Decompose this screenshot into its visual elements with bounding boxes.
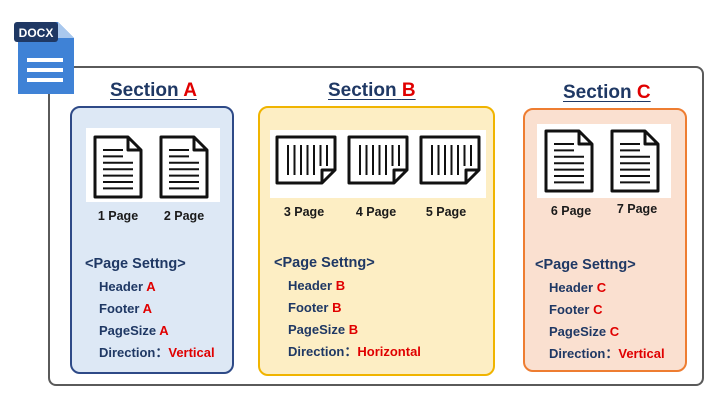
section-title-a: Section A: [110, 80, 197, 101]
page-4-label: 4 Page: [355, 205, 397, 219]
document-frame: [48, 66, 704, 386]
setting-direction: Direction：Vertical: [549, 345, 665, 361]
page-settings-heading: <Page Settng>: [85, 256, 186, 272]
page-7-label: 7 Page: [616, 202, 658, 216]
setting-header: Header C: [549, 279, 607, 295]
page-5-icon: [419, 135, 481, 185]
page-7-icon: [610, 129, 660, 193]
section-box-b: 3 Page 4 Page 5 Page <Page Settng> Heade…: [258, 106, 495, 376]
section-box-c: 6 Page 7 Page <Page Settng> Header C Foo…: [523, 108, 687, 372]
page-3-icon: [275, 135, 337, 185]
setting-header: Header A: [99, 278, 156, 294]
page-settings-b: <Page Settng> Header B Footer B PageSize…: [274, 256, 421, 367]
page-settings-heading: <Page Settng>: [535, 257, 636, 273]
page-1-icon: [93, 135, 143, 199]
section-title-c: Section C: [563, 82, 651, 103]
setting-pagesize: PageSize A: [99, 322, 169, 338]
page-5-label: 5 Page: [425, 205, 467, 219]
page-2-icon: [159, 135, 209, 199]
setting-direction: Direction：Horizontal: [288, 343, 421, 359]
docx-badge: [14, 22, 58, 42]
setting-footer: Footer C: [549, 301, 603, 317]
page-settings-c: <Page Settng> Header C Footer C PageSize…: [535, 258, 665, 369]
setting-footer: Footer B: [288, 299, 342, 315]
page-settings-heading: <Page Settng>: [274, 255, 375, 271]
docx-file-icon: DOCX: [14, 22, 74, 94]
docx-badge-label: DOCX: [19, 26, 54, 40]
page-4-icon: [347, 135, 409, 185]
setting-direction: Direction：Vertical: [99, 344, 215, 360]
setting-header: Header B: [288, 277, 346, 293]
section-title-b: Section B: [328, 80, 416, 101]
setting-pagesize: PageSize C: [549, 323, 620, 339]
page-1-label: 1 Page: [97, 209, 139, 223]
section-box-a: 1 Page 2 Page <Page Settng> Header A Foo…: [70, 106, 234, 374]
page-2-label: 2 Page: [163, 209, 205, 223]
page-3-label: 3 Page: [283, 205, 325, 219]
page-6-icon: [544, 129, 594, 193]
page-6-label: 6 Page: [550, 204, 592, 218]
setting-footer: Footer A: [99, 300, 152, 316]
setting-pagesize: PageSize B: [288, 321, 359, 337]
page-settings-a: <Page Settng> Header A Footer A PageSize…: [85, 257, 215, 368]
